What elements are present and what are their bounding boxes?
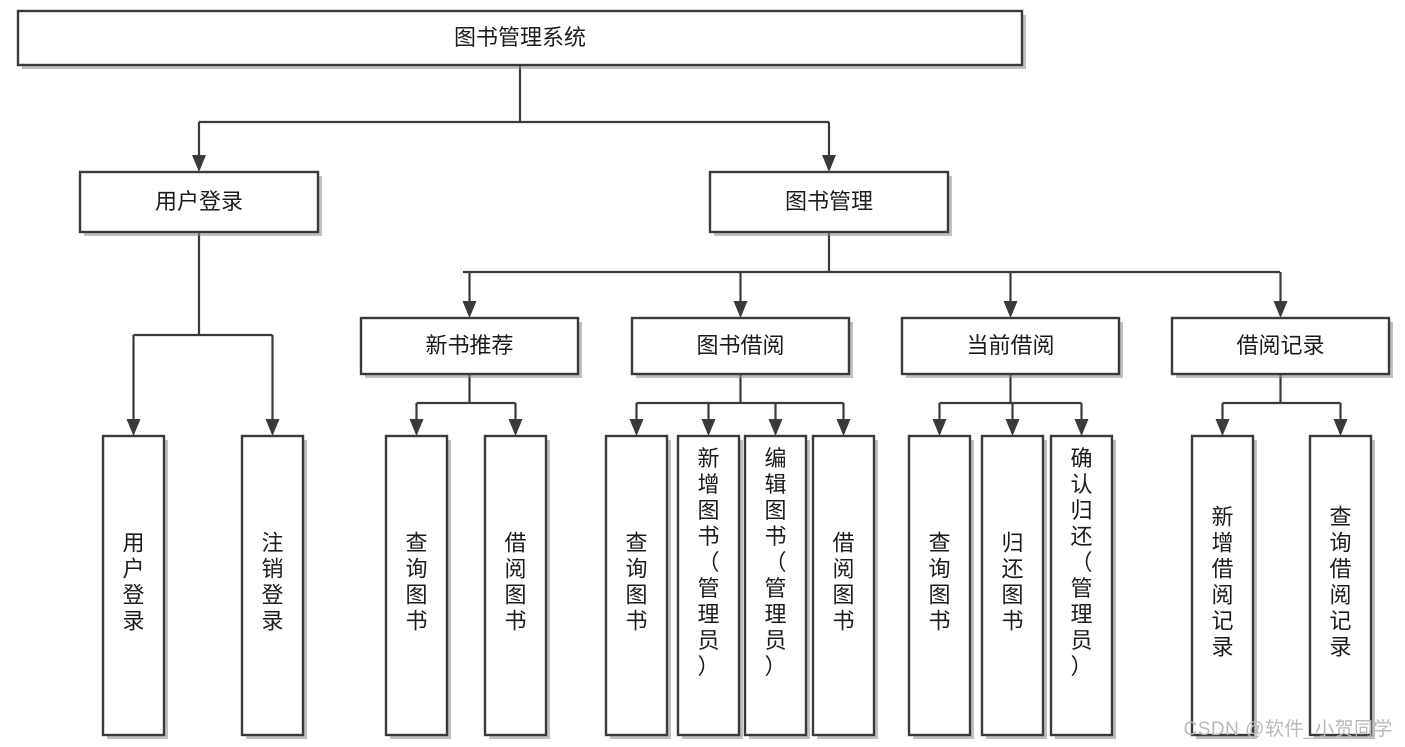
node-leaf-query-book-current[interactable]: 查询图书 xyxy=(907,434,974,739)
arrowhead-icon xyxy=(265,419,280,436)
node-label: 图书管理系统 xyxy=(454,25,586,50)
node-label: 查询借阅记录 xyxy=(1329,505,1351,660)
node-book-management[interactable]: 图书管理 xyxy=(708,170,952,236)
arrowhead-icon xyxy=(1215,419,1230,436)
node-rect[interactable] xyxy=(604,434,669,737)
node-leaf-query-book-rec[interactable]: 查询图书 xyxy=(384,434,451,739)
node-rect[interactable] xyxy=(708,170,950,234)
node-label: 查询图书 xyxy=(928,531,950,634)
node-label: 图书借阅 xyxy=(696,333,784,358)
csdn-watermark: CSDN @软件_小贺同学 xyxy=(1183,719,1393,740)
arrowhead-icon xyxy=(1273,301,1288,318)
node-label: 归还图书 xyxy=(1001,531,1023,634)
node-rect[interactable] xyxy=(900,316,1121,376)
node-rect[interactable] xyxy=(384,434,449,737)
node-label: 注销登录 xyxy=(261,531,283,634)
node-label: 新增借阅记录 xyxy=(1211,505,1233,660)
node-rect[interactable] xyxy=(676,434,741,737)
arrowhead-icon xyxy=(836,419,851,436)
arrowhead-icon xyxy=(733,301,748,318)
node-rect[interactable] xyxy=(359,316,580,376)
node-label: 用户登录 xyxy=(155,189,243,214)
arrowhead-icon xyxy=(822,155,836,172)
node-leaf-user-login[interactable]: 用户登录 xyxy=(101,434,168,739)
node-label: 借阅图书 xyxy=(832,531,854,634)
arrowhead-icon xyxy=(768,419,783,436)
node-rect[interactable] xyxy=(1308,434,1373,737)
node-rect[interactable] xyxy=(1170,316,1391,376)
node-rect[interactable] xyxy=(743,434,808,737)
arrowhead-icon xyxy=(192,155,206,172)
node-rect[interactable] xyxy=(907,434,972,737)
node-layer: 图书管理系统用户登录图书管理新书推荐图书借阅当前借阅借阅记录用户登录注销登录查询… xyxy=(16,9,1393,739)
node-new-book-recommend[interactable]: 新书推荐 xyxy=(359,316,582,378)
node-label: 用户登录 xyxy=(122,531,144,634)
arrowhead-icon xyxy=(1333,419,1348,436)
node-label: 确认归还（管理员） xyxy=(1070,446,1092,679)
node-label: 图书管理 xyxy=(785,189,873,214)
arrowhead-icon xyxy=(1005,419,1020,436)
node-leaf-logout[interactable]: 注销登录 xyxy=(240,434,307,739)
arrowhead-icon xyxy=(701,419,716,436)
node-rect[interactable] xyxy=(16,9,1024,67)
arrowhead-icon xyxy=(508,419,523,436)
node-rect[interactable] xyxy=(240,434,305,737)
node-current-borrow[interactable]: 当前借阅 xyxy=(900,316,1123,378)
node-leaf-add-book-admin[interactable]: 新增图书（管理员） xyxy=(676,434,743,739)
node-rect[interactable] xyxy=(630,316,851,376)
arrowhead-icon xyxy=(126,419,141,436)
node-rect[interactable] xyxy=(78,170,320,234)
node-rect[interactable] xyxy=(811,434,876,737)
node-leaf-borrow-book-rec[interactable]: 借阅图书 xyxy=(483,434,550,739)
node-label: 当前借阅 xyxy=(966,333,1054,358)
node-label: 借阅记录 xyxy=(1236,333,1324,358)
node-label: 新增图书（管理员） xyxy=(697,446,719,679)
node-label: 查询图书 xyxy=(625,531,647,634)
node-leaf-query-book-borrow[interactable]: 查询图书 xyxy=(604,434,671,739)
node-rect[interactable] xyxy=(1049,434,1114,737)
node-leaf-add-borrow-record[interactable]: 新增借阅记录 xyxy=(1190,434,1257,739)
arrowhead-icon xyxy=(932,419,947,436)
node-leaf-edit-book-admin[interactable]: 编辑图书（管理员） xyxy=(743,434,810,739)
node-label: 编辑图书（管理员） xyxy=(764,446,786,679)
arrowhead-icon xyxy=(1003,301,1018,318)
node-rect[interactable] xyxy=(101,434,166,737)
arrowhead-icon xyxy=(629,419,644,436)
node-leaf-borrow-book[interactable]: 借阅图书 xyxy=(811,434,878,739)
node-rect[interactable] xyxy=(980,434,1045,737)
node-leaf-query-borrow-record[interactable]: 查询借阅记录 xyxy=(1308,434,1375,739)
node-leaf-confirm-return-admin[interactable]: 确认归还（管理员） xyxy=(1049,434,1116,739)
node-rect[interactable] xyxy=(483,434,548,737)
arrowhead-icon xyxy=(1074,419,1089,436)
node-borrow-records[interactable]: 借阅记录 xyxy=(1170,316,1393,378)
arrowhead-icon xyxy=(462,301,477,318)
node-label: 新书推荐 xyxy=(425,333,513,358)
node-label: 借阅图书 xyxy=(504,531,526,634)
node-leaf-return-book[interactable]: 归还图书 xyxy=(980,434,1047,739)
edge-layer xyxy=(126,65,1348,436)
node-label: 查询图书 xyxy=(405,531,427,634)
node-rect[interactable] xyxy=(1190,434,1255,737)
node-user-login[interactable]: 用户登录 xyxy=(78,170,322,236)
arrowhead-icon xyxy=(409,419,424,436)
node-root[interactable]: 图书管理系统 xyxy=(16,9,1026,69)
node-book-borrow[interactable]: 图书借阅 xyxy=(630,316,853,378)
